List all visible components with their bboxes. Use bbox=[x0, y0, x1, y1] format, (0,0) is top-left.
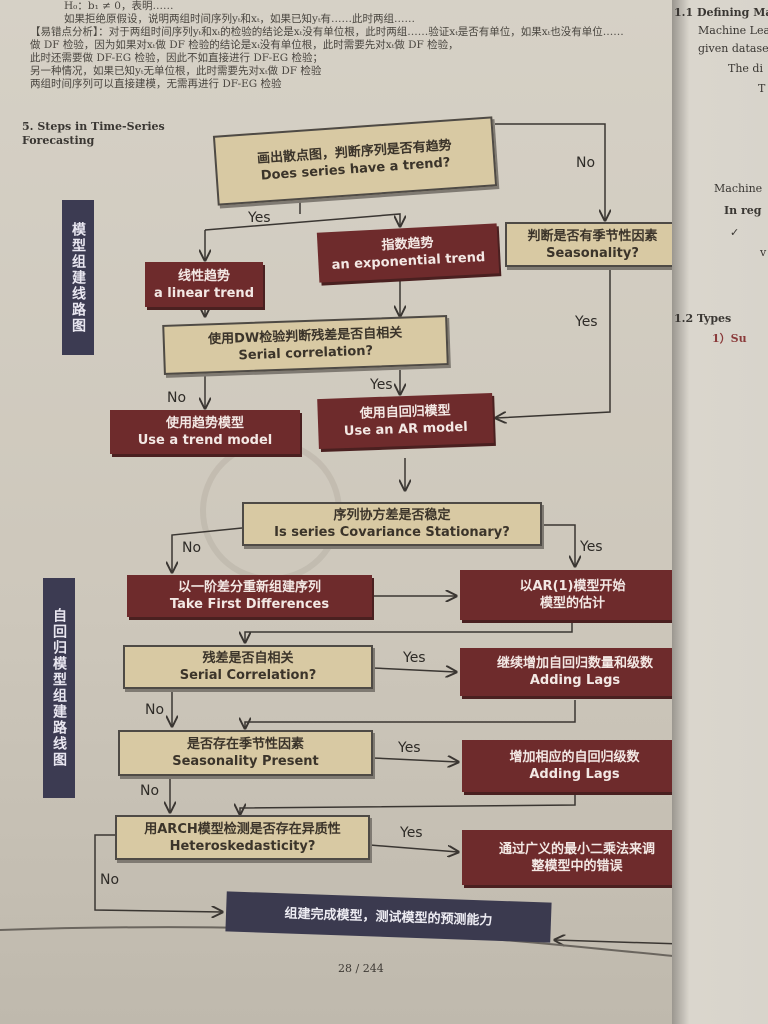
text-line: 做 DF 检验，因为如果对xₜ做 DF 检验的结论是xₜ没有单位根，此时需要先对… bbox=[30, 39, 459, 51]
edge-label-no: No bbox=[182, 540, 202, 556]
textbook-page-left: H₀：b₁ ≠ 0，表明…… 如果拒绝原假设，说明两组时间序列yₜ和xₜ，如果已… bbox=[0, 0, 692, 1024]
edge-label-yes: Yes bbox=[403, 650, 426, 666]
edge-label-yes: Yes bbox=[580, 539, 603, 555]
node-cn: 用ARCH模型检测是否存在异质性 bbox=[144, 821, 341, 837]
node-ar1-model: 以AR(1)模型开始模型的估计 bbox=[460, 570, 685, 620]
node-serial-correlation: 残差是否自相关 Serial Correlation? bbox=[123, 645, 373, 689]
edge-label-yes: Yes bbox=[575, 314, 598, 330]
node-en: Heteroskedasticity? bbox=[169, 838, 316, 854]
node-cn: 继续增加自回归数量和级数 bbox=[496, 656, 653, 671]
node-en: an exponential trend bbox=[331, 249, 486, 274]
node-en: Is series Covariance Stationary? bbox=[274, 525, 510, 540]
text-line: In reg bbox=[724, 204, 762, 217]
text-line: 另一种情况，如果已知yₜ无单位根，此时需要先对xₜ做 DF 检验 bbox=[30, 65, 322, 77]
node-en: Serial Correlation? bbox=[179, 668, 317, 683]
text-line: 两组时间序列可以直接建模，无需再进行 DF-EG 检验 bbox=[30, 78, 282, 90]
text-line: 1.2 Types bbox=[674, 312, 732, 325]
edge-label-yes: Yes bbox=[400, 825, 423, 841]
text-line: 【易错点分析】：对于两组时间序列yₜ和xₜ的检验的结论是xₜ没有单位根，此时两组… bbox=[30, 26, 624, 38]
node-cn: 通过广义的最小二乘法来调 bbox=[498, 841, 655, 857]
text-line: 此时还需要做 DF-EG 检验，因此不如直接进行 DF-EG 检验； bbox=[30, 52, 324, 64]
node-cn: 增加相应的自回归级数 bbox=[509, 750, 640, 765]
textbook-page-right: 1.1 Defining Mac Machine Lea given datas… bbox=[672, 0, 768, 1024]
edge-label-no: No bbox=[140, 783, 160, 799]
node-cn: 以一阶差分重新组建序列 bbox=[177, 580, 321, 595]
side-label-ar-route: 自回归模型组建路线图 bbox=[43, 578, 75, 798]
edge-label-no: No bbox=[145, 702, 165, 718]
text-line: 如果拒绝原假设，说明两组时间序列yₜ和xₜ，如果已知yₜ有……此时两组…… bbox=[64, 13, 416, 25]
text-line: T bbox=[758, 82, 766, 95]
node-cn: 序列协方差是否稳定 bbox=[333, 508, 451, 523]
node-en: Seasonality? bbox=[546, 245, 639, 261]
node-seasonality-present: 是否存在季节性因素 Seasonality Present bbox=[118, 730, 373, 776]
node-cn: 判断是否有季节性因素 bbox=[527, 228, 658, 244]
node-cn: 使用趋势模型 bbox=[165, 416, 244, 431]
node-en: Serial correlation? bbox=[238, 343, 374, 364]
text-line: ✓ bbox=[730, 226, 740, 239]
node-trend-model: 使用趋势模型 Use a trend model bbox=[110, 410, 300, 454]
node-cn: 残差是否自相关 bbox=[202, 651, 294, 666]
node-gls-adjust: 通过广义的最小二乘法来调整模型中的错误 bbox=[462, 830, 692, 885]
node-en: Seasonality Present bbox=[172, 754, 319, 769]
edge-label-no: No bbox=[167, 390, 187, 406]
node-en: Take First Differences bbox=[169, 597, 330, 612]
text-line: The di bbox=[728, 62, 763, 75]
text-line: H₀：b₁ ≠ 0，表明…… bbox=[64, 0, 174, 12]
node-en: Use an AR model bbox=[343, 419, 468, 440]
text-line: 1.1 Defining Mac bbox=[674, 6, 768, 19]
page-number: 28 / 244 bbox=[338, 962, 384, 975]
edge-label-no: No bbox=[576, 155, 596, 171]
node-en: 整模型中的错误 bbox=[531, 858, 623, 874]
edge-label-yes: Yes bbox=[248, 210, 271, 226]
node-first-differences: 以一阶差分重新组建序列 Take First Differences bbox=[127, 575, 372, 617]
text-line: 1）Su bbox=[712, 332, 747, 345]
top-text-block: H₀：b₁ ≠ 0，表明…… 如果拒绝原假设，说明两组时间序列yₜ和xₜ，如果已… bbox=[30, 0, 660, 91]
node-cn: 线性趋势 bbox=[177, 268, 230, 284]
node-adding-lags-2: 增加相应的自回归级数 Adding Lags bbox=[462, 740, 687, 792]
node-adding-lags-1: 继续增加自回归数量和级数 Adding Lags bbox=[460, 648, 690, 696]
node-cn: 以AR(1)模型开始 bbox=[519, 579, 626, 594]
node-en: a linear trend bbox=[154, 285, 254, 301]
node-cn: 是否存在季节性因素 bbox=[186, 737, 304, 752]
node-en: Adding Lags bbox=[529, 673, 621, 688]
text-line: Machine Lea bbox=[698, 24, 768, 37]
edge-label-yes: Yes bbox=[370, 377, 393, 393]
section-heading: 5. Steps in Time-Series Forecasting bbox=[22, 120, 165, 147]
text-line: given datase bbox=[698, 42, 768, 55]
edge-label-yes: Yes bbox=[398, 740, 421, 756]
side-label-model-route: 模型组建线路图 bbox=[62, 200, 94, 355]
node-cn: 组建完成模型，测试模型的预测能力 bbox=[284, 905, 493, 929]
node-en: Adding Lags bbox=[529, 767, 620, 782]
edge-label-no: No bbox=[100, 872, 120, 888]
node-en: Use a trend model bbox=[137, 433, 273, 448]
text-line: Machine bbox=[714, 182, 763, 195]
node-en: 模型的估计 bbox=[539, 596, 605, 611]
node-covariance-stationary: 序列协方差是否稳定 Is series Covariance Stationary… bbox=[242, 502, 542, 546]
text-line: v bbox=[760, 246, 767, 259]
